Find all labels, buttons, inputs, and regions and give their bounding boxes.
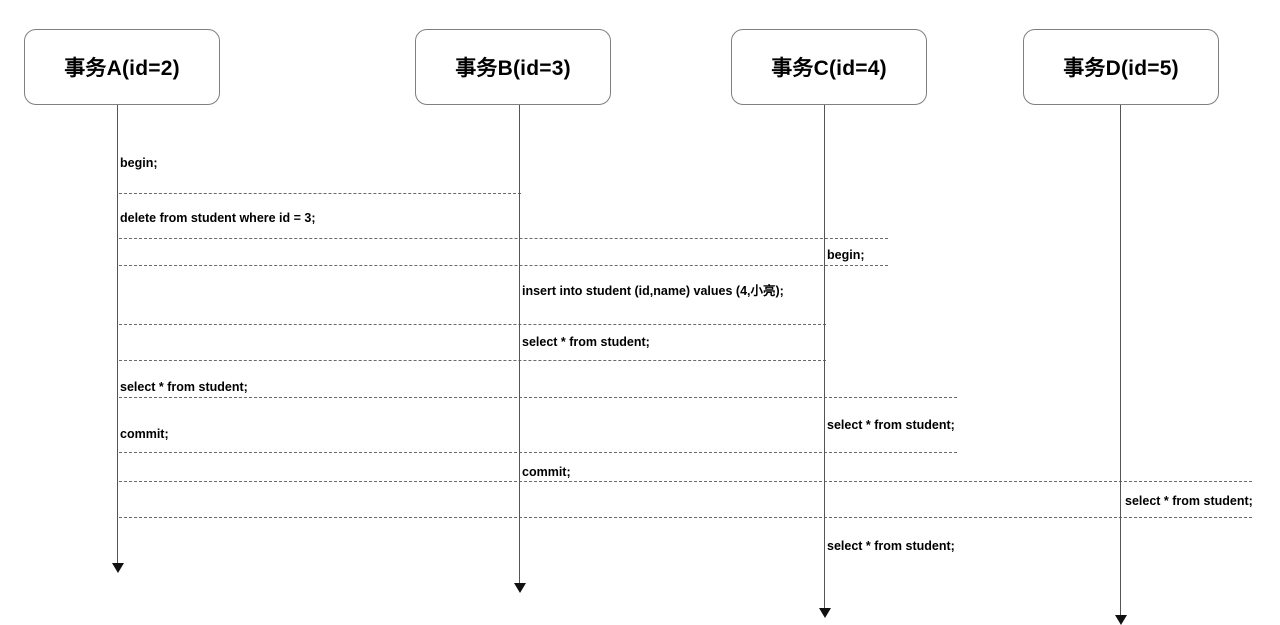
- message-label-b-7: commit;: [522, 465, 571, 479]
- message-label-a-5: select * from student;: [120, 380, 248, 394]
- lifeline-b: [519, 105, 520, 583]
- message-label-a-commit: commit;: [120, 427, 169, 441]
- actor-label-d: 事务D(id=5): [1063, 57, 1179, 80]
- message-line-a-5: [119, 397, 957, 398]
- message-label-c-2: begin;: [827, 248, 865, 262]
- lifeline-a: [117, 105, 118, 563]
- message-line-c-6: [119, 452, 957, 453]
- lifeline-arrowhead-b: [513, 583, 526, 593]
- message-label-c-9: select * from student;: [827, 539, 955, 553]
- message-line-c-2: [119, 265, 888, 266]
- message-line-b-4: [119, 360, 826, 361]
- actor-box-a[interactable]: 事务A(id=2): [24, 29, 220, 105]
- message-line-a-1: [119, 238, 888, 239]
- message-line-b-7: [119, 481, 1252, 482]
- actor-box-b[interactable]: 事务B(id=3): [415, 29, 611, 105]
- lifeline-arrowhead-c: [818, 608, 831, 618]
- lifeline-arrowhead-d: [1114, 615, 1127, 625]
- lifeline-arrowhead-a: [111, 563, 124, 573]
- actor-box-d[interactable]: 事务D(id=5): [1023, 29, 1219, 105]
- message-label-b-3: insert into student (id,name) values (4,…: [522, 284, 784, 298]
- actor-label-a: 事务A(id=2): [64, 57, 180, 80]
- message-line-d-8: [119, 517, 1252, 518]
- lifeline-d: [1120, 105, 1121, 615]
- message-label-c-6: select * from student;: [827, 418, 955, 432]
- message-line-a-0: [119, 193, 521, 194]
- message-label-d-8: select * from student;: [1125, 494, 1253, 508]
- message-label-b-4: select * from student;: [522, 335, 650, 349]
- message-label-a-0: begin;: [120, 156, 158, 170]
- message-label-a-1: delete from student where id = 3;: [120, 211, 316, 225]
- lifeline-c: [824, 105, 825, 608]
- message-line-b-3: [119, 324, 826, 325]
- actor-box-c[interactable]: 事务C(id=4): [731, 29, 927, 105]
- actor-label-c: 事务C(id=4): [771, 57, 887, 80]
- actor-label-b: 事务B(id=3): [455, 57, 571, 80]
